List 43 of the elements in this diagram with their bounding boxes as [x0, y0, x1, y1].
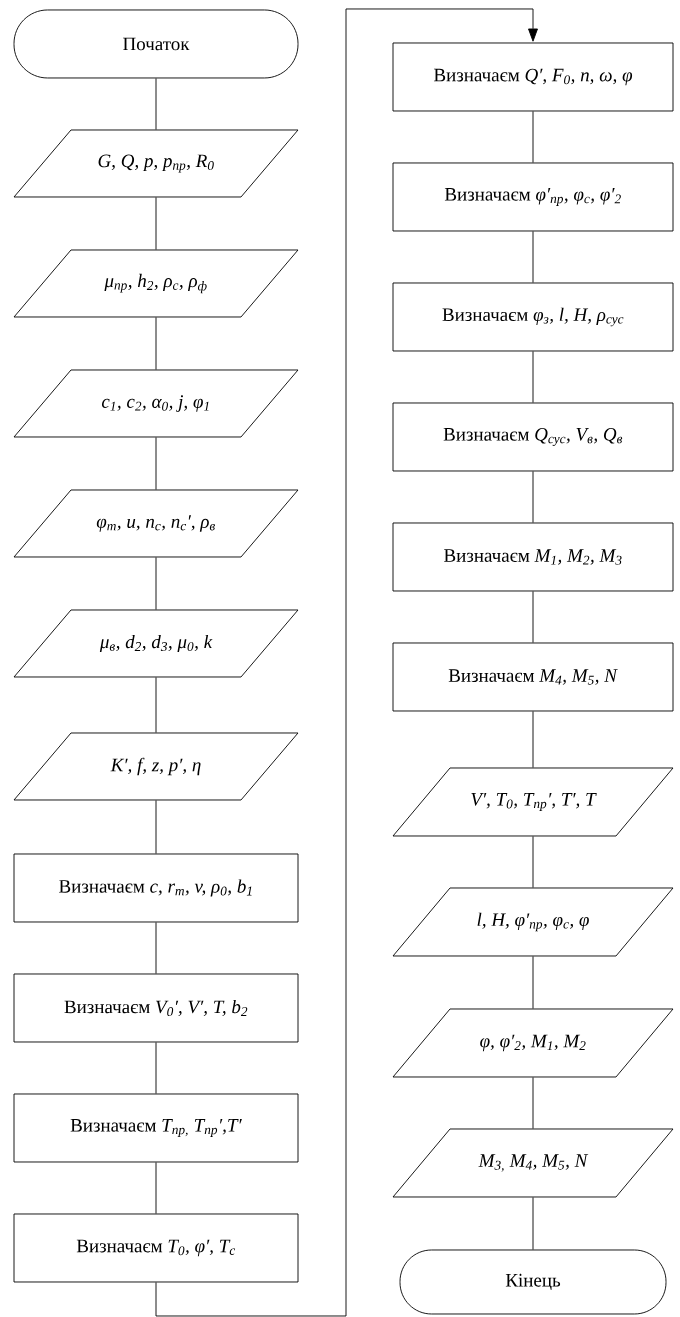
- process-box: Визначаєм T$_{пр,}$ T$_{пр}$′,T′: [13, 1093, 299, 1163]
- input-output-parallelogram: M$_{3,}$ M$_{4}$, M$_{5}$, N: [392, 1128, 674, 1198]
- connector-line: [155, 197, 157, 250]
- connector-line: [155, 317, 157, 370]
- connector-line: [532, 231, 534, 283]
- input-output-parallelogram: μ$_{в}$, d$_{2}$, d$_{3}$, μ$_{0}$, k: [13, 609, 299, 678]
- connector-line: [155, 677, 157, 733]
- input-output-parallelogram: l, H, φ′$_{пр}$, φ$_{c}$, φ: [392, 887, 674, 957]
- connector-line: [155, 800, 157, 854]
- process-box: Визначаєм Q$_{сус}$, V$_{в}$, Q$_{в}$: [392, 402, 674, 472]
- connector-line: [532, 471, 534, 523]
- terminator: Початок: [13, 9, 299, 79]
- process-box: Визначаєм Q′, F$_{0}$, n, ω, φ: [392, 42, 674, 112]
- input-output-parallelogram: φ, φ′$_{2}$, M$_{1}$, M$_{2}$: [392, 1008, 674, 1078]
- process-box: Визначаєм φ′$_{пр}$, φ$_{c}$, φ′$_{2}$: [392, 162, 674, 232]
- input-output-parallelogram: c$_{1}$, c$_{2}$, α$_{0}$, j, φ$_{1}$: [13, 369, 299, 438]
- input-output-parallelogram: G, Q, p, p$_{пр}$, R$_{0}$: [13, 129, 299, 198]
- process-box: Визначаєм T$_{0}$, φ′, T$_{c}$: [13, 1213, 299, 1283]
- connector-line: [532, 956, 534, 1009]
- connector-line: [532, 351, 534, 403]
- input-output-parallelogram: φ$_{т}$, u, n$_{c}$, n$_{c}$′, ρ$_{в}$: [13, 489, 299, 558]
- process-box: Визначаєм M$_{1}$, M$_{2}$, M$_{3}$: [392, 522, 674, 592]
- input-output-parallelogram: K′, f, z, p′, η: [13, 732, 299, 801]
- connector-line: [532, 111, 534, 163]
- process-box: Визначаєм φ$_{з}$, l, H, ρ$_{сус}$: [392, 282, 674, 352]
- terminator: Кінець: [399, 1249, 667, 1315]
- process-box: Визначаєм V$_{0}$′, V′, T, b$_{2}$: [13, 973, 299, 1043]
- connector-line: [155, 1042, 157, 1094]
- connector-line: [155, 78, 157, 130]
- input-output-parallelogram: V′, T$_{0}$, T$_{пр}$′, T′, T: [392, 767, 674, 837]
- connector-line: [155, 557, 157, 610]
- connector-line: [532, 1077, 534, 1129]
- connector-line: [155, 922, 157, 974]
- input-output-parallelogram: μ$_{пр}$, h$_{2}$, ρ$_{c}$, ρ$_{ф}$: [13, 249, 299, 318]
- connector-line: [155, 437, 157, 490]
- connector-line: [155, 1162, 157, 1214]
- process-box: Визначаєм c, r$_{т}$, v, ρ$_{0}$, b$_{1}$: [13, 853, 299, 923]
- connector-line: [532, 1197, 534, 1250]
- connector-line: [532, 836, 534, 888]
- connector-line: [532, 711, 534, 768]
- connector-line: [155, 8, 538, 1317]
- process-box: Визначаєм M$_{4}$, M$_{5}$, N: [392, 642, 674, 712]
- connector-line: [532, 591, 534, 643]
